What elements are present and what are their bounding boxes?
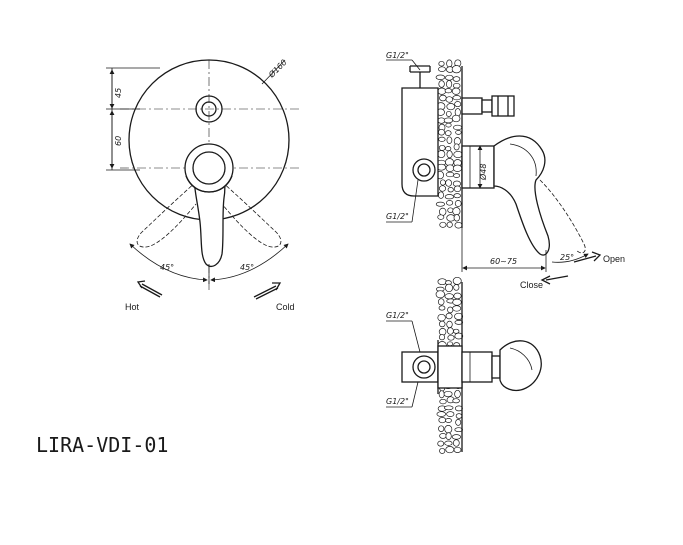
- side-thread-bottom-label: G1/2": [386, 212, 409, 221]
- top-lever: [499, 340, 542, 392]
- side-lever: [493, 135, 550, 256]
- close-arrow-icon: [540, 275, 569, 285]
- handle-ghost-right: [221, 181, 282, 248]
- model-code: LIRA-VDI-01: [36, 433, 168, 457]
- top-thread-bottom-label: G1/2": [386, 397, 409, 406]
- open-label: Open: [603, 254, 625, 264]
- close-label: Close: [520, 280, 543, 290]
- depth-label: 60~75: [490, 257, 517, 266]
- wall-stones: [435, 59, 463, 229]
- angle-right-label: 45°: [240, 263, 254, 272]
- dim-top-label: 45: [114, 88, 123, 98]
- angle-left-label: 45°: [160, 263, 174, 272]
- top-thread-top-label: G1/2": [386, 311, 409, 320]
- open-arrow-icon: [573, 251, 602, 263]
- side-view: G1/2" G1/2" Ø48 60~75 25° Open Close: [386, 51, 625, 290]
- hot-label: Hot: [125, 302, 140, 312]
- cold-label: Cold: [276, 302, 295, 312]
- hot-arrow-icon: [136, 280, 163, 298]
- side-diameter-label: Ø48: [478, 164, 488, 181]
- handle-ghost-left: [136, 181, 197, 248]
- cold-arrow-icon: [253, 282, 282, 300]
- side-thread-top-label: G1/2": [386, 51, 409, 60]
- side-angle-label: 25°: [560, 253, 574, 262]
- diverter-knob: [195, 95, 223, 123]
- dim-mid-label: 60: [114, 136, 123, 146]
- top-view: G1/2" G1/2": [386, 276, 542, 454]
- front-view: Ø160 45 60 45° 45° Hot Cold: [106, 57, 300, 312]
